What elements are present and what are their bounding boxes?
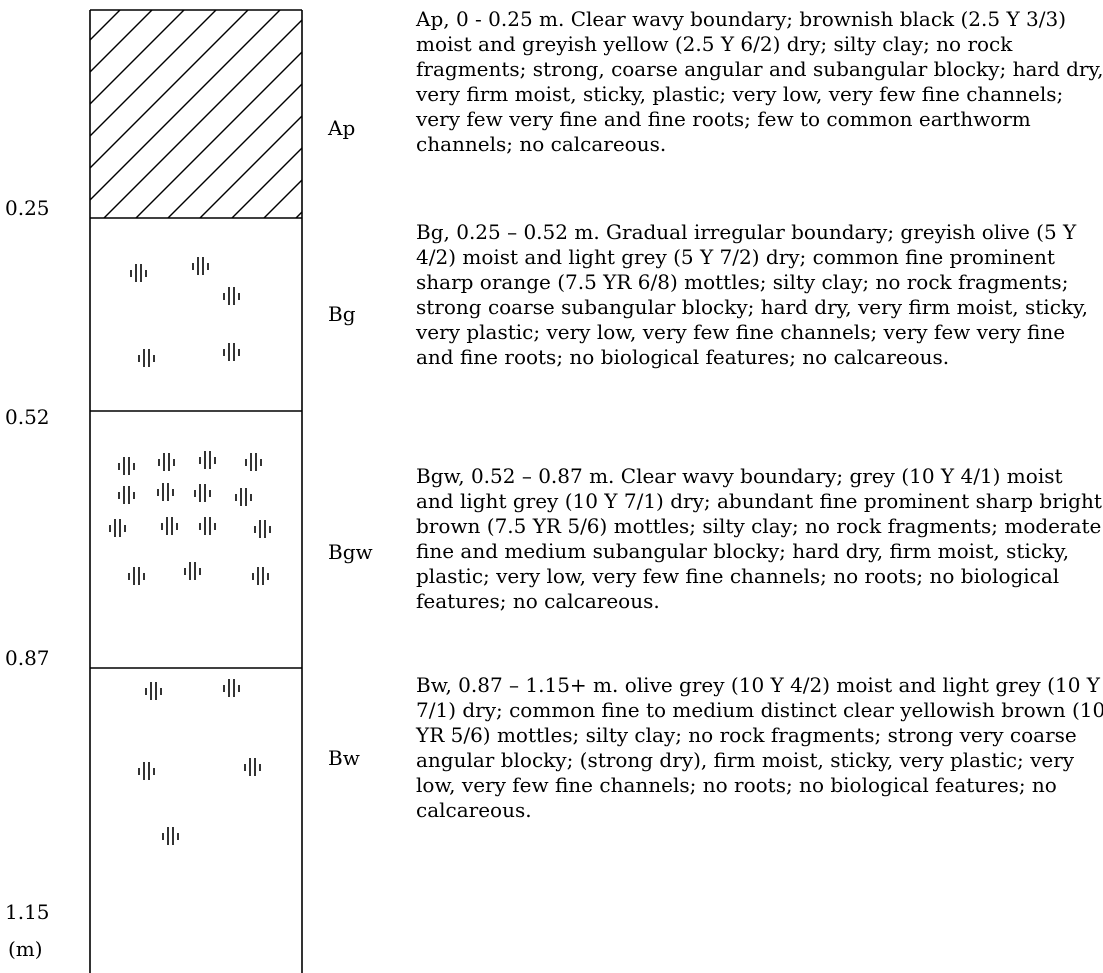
mottle-symbol (109, 519, 126, 537)
depth-label-0-25: 0.25 (5, 196, 50, 220)
mottle-symbol (194, 484, 211, 502)
mottle-symbol (199, 517, 216, 535)
hatch-line (231, 147, 302, 218)
mottle-symbol (245, 453, 262, 471)
mottle-symbol (199, 451, 216, 469)
mottle-symbol (161, 517, 178, 535)
mottle-symbol (223, 343, 240, 361)
mottle-symbol (138, 762, 155, 780)
mottle-symbol (254, 520, 271, 538)
column-outline (89, 9, 303, 973)
horizon-description-bgw: Bgw, 0.52 – 0.87 m. Clear wavy boundary;… (416, 464, 1102, 613)
mottle-symbol (223, 679, 240, 697)
mottle-symbols (109, 257, 271, 845)
horizon-description-bg: Bg, 0.25 – 0.52 m. Gradual irregular bou… (416, 220, 1089, 369)
depth-label-0-52: 0.52 (5, 405, 50, 429)
mottle-symbol (145, 682, 162, 700)
mottle-symbol (223, 287, 240, 305)
mottle-symbol (184, 562, 201, 580)
horizon-label-ap: Ap (328, 116, 356, 140)
hatch-line (90, 10, 217, 137)
hatch-line (263, 179, 302, 218)
hatch-line (0, 10, 88, 218)
horizon-label-bgw: Bgw (328, 540, 373, 564)
mottle-symbol (128, 567, 145, 585)
ap-hatch-pattern (0, 10, 302, 218)
mottle-symbol (235, 488, 252, 506)
depth-label-0-87: 0.87 (5, 646, 50, 670)
hatch-line (90, 10, 281, 201)
mottle-symbol (130, 264, 147, 282)
mottle-symbol (118, 486, 135, 504)
horizon-description-bw: Bw, 0.87 – 1.15+ m. olive grey (10 Y 4/2… (416, 673, 1103, 822)
mottle-symbol (192, 257, 209, 275)
mottle-symbol (244, 758, 261, 776)
horizon-description-ap: Ap, 0 - 0.25 m. Clear wavy boundary; bro… (416, 7, 1103, 156)
hatch-line (90, 10, 153, 73)
mottle-symbol (118, 457, 135, 475)
mottle-symbol (157, 483, 174, 501)
mottle-symbol (252, 567, 269, 585)
hatch-line (167, 83, 302, 218)
hatch-line (199, 115, 302, 218)
hatch-line (103, 19, 302, 218)
depth-label-1-15: 1.15 (5, 900, 50, 924)
mottle-symbol (138, 349, 155, 367)
hatch-line (90, 10, 185, 105)
depth-unit-label: (m) (8, 937, 43, 961)
mottle-symbol (158, 453, 175, 471)
horizon-label-bg: Bg (328, 302, 356, 326)
horizon-label-bw: Bw (328, 746, 360, 770)
hatch-line (135, 51, 302, 218)
hatch-line (90, 10, 121, 41)
mottle-symbol (162, 827, 179, 845)
hatch-line (90, 10, 249, 169)
